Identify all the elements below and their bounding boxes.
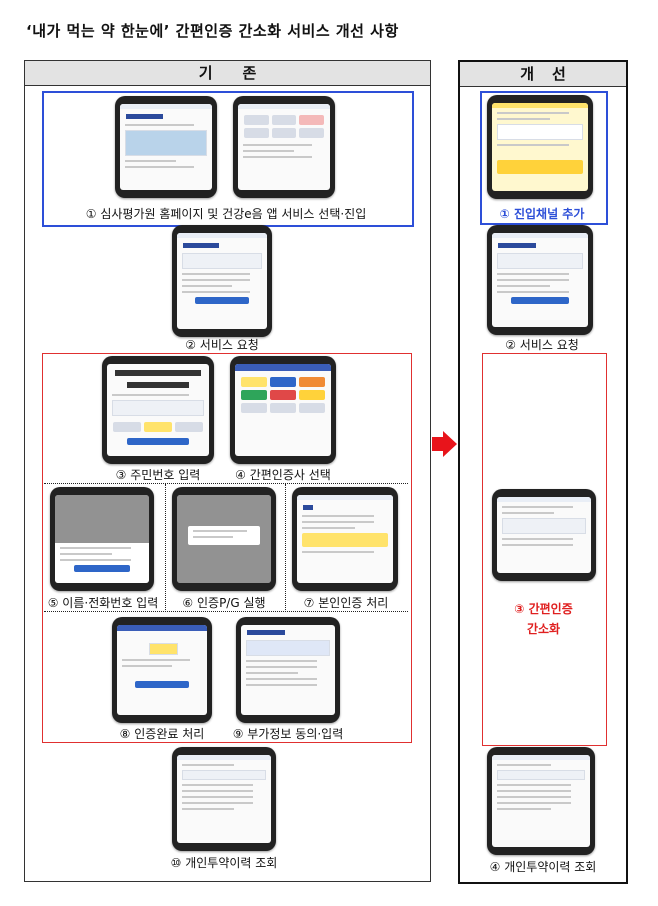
existing-header: 기존 <box>25 61 430 86</box>
simplified-auth-box <box>482 353 607 746</box>
new-step4-caption: ④ 개인투약이력 조회 <box>489 860 597 874</box>
existing-process-panel: 기존 <box>24 60 431 882</box>
phone-step1-web <box>115 96 217 198</box>
step6-caption: ⑥ 인증P/G 실행 <box>182 596 266 610</box>
new-step3-caption: ③ 간편인증 <box>514 602 573 616</box>
step5-caption: ⑤ 이름·전화번호 입력 <box>47 596 159 610</box>
step1-caption: ① 심사평가원 홈페이지 및 건강e음 앱 서비스 선택·진입 <box>85 207 367 221</box>
improved-header: 개선 <box>460 62 626 87</box>
auth-steps-box <box>42 353 412 743</box>
phone-step6 <box>172 487 276 591</box>
step3-caption: ③ 주민번호 입력 <box>115 468 201 482</box>
step2-caption: ② 서비스 요청 <box>185 338 259 352</box>
phone-new-step4 <box>487 747 595 855</box>
page-title: ‘내가 먹는 약 한눈에’ 간편인증 간소화 서비스 개선 사항 <box>26 22 399 40</box>
phone-step10 <box>172 747 276 851</box>
step7-caption: ⑦ 본인인증 처리 <box>303 596 389 610</box>
phone-step5 <box>50 487 154 591</box>
phone-step4 <box>230 356 336 464</box>
new-channel-highlight-box <box>480 91 608 225</box>
separator-line <box>44 483 408 484</box>
new-step1-caption: ① 진입채널 추가 <box>499 207 585 221</box>
phone-new-step3 <box>492 489 596 581</box>
phone-new-step2 <box>487 225 593 335</box>
step9-caption: ⑨ 부가정보 동의·입력 <box>232 727 344 741</box>
phone-step2 <box>172 225 272 337</box>
separator-line <box>285 484 286 610</box>
phone-step1-app <box>233 96 335 198</box>
phone-step3 <box>102 356 214 464</box>
new-step3-caption-line2: 간소화 <box>526 622 561 636</box>
step10-caption: ⑩ 개인투약이력 조회 <box>170 856 278 870</box>
phone-new-step1 <box>487 95 593 199</box>
step4-caption: ④ 간편인증사 선택 <box>235 468 331 482</box>
separator-line <box>44 611 408 612</box>
phone-step7 <box>292 487 398 591</box>
new-step2-caption: ② 서비스 요청 <box>505 338 579 352</box>
step8-caption: ⑧ 인증완료 처리 <box>119 727 205 741</box>
separator-line <box>165 484 166 610</box>
phone-step8 <box>112 617 212 723</box>
phone-step9 <box>236 617 340 723</box>
